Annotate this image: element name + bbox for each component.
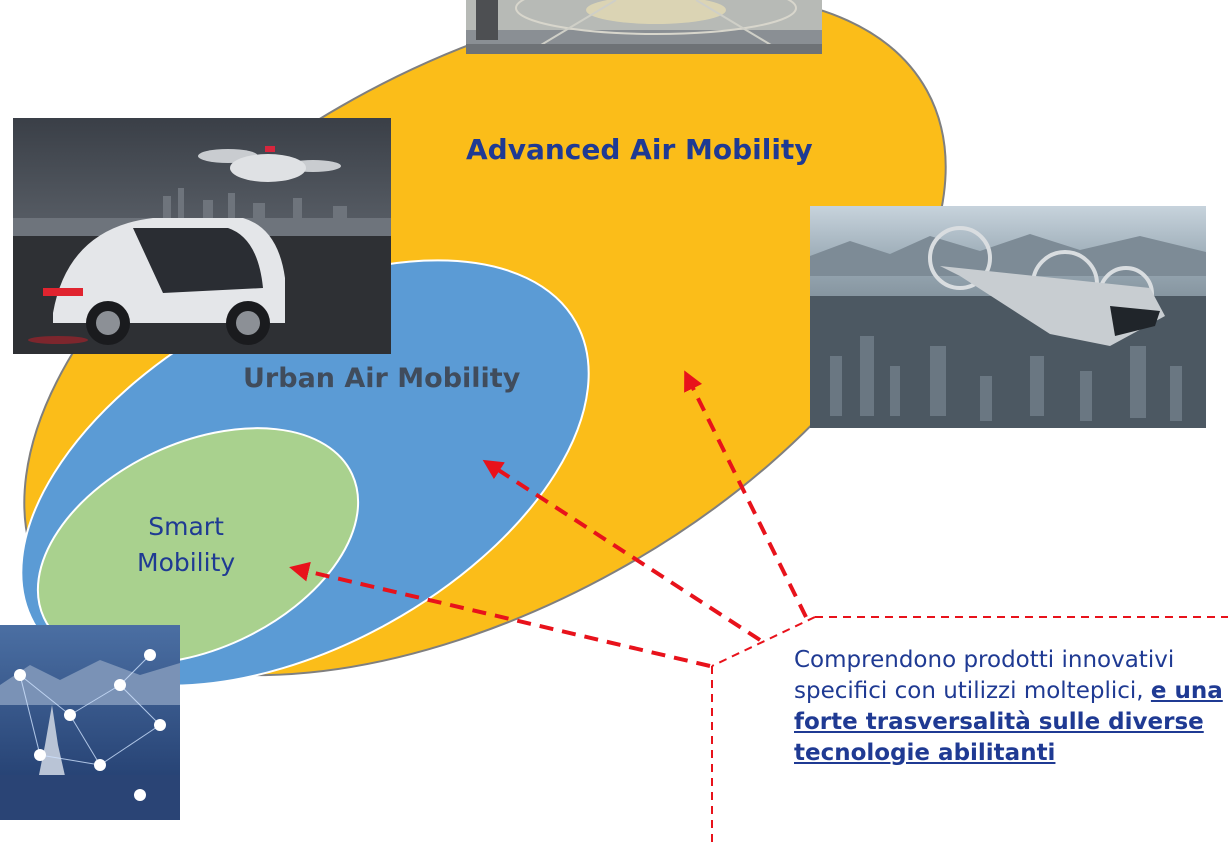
arrow-to-urban-air-mobility	[482, 459, 762, 642]
urban-air-mobility-label: Urban Air Mobility	[243, 363, 521, 394]
smart-mobility-label: Smart Mobility	[137, 509, 235, 581]
callout-emphasis-text: e una forte trasversalità sulle diverse …	[794, 678, 1223, 766]
advanced-air-mobility-label: Advanced Air Mobility	[466, 133, 813, 166]
callout-bracket	[711, 616, 1228, 843]
flying-car-pod-photo	[13, 118, 391, 354]
tiltrotor-vtol-over-city-photo	[810, 206, 1206, 428]
smart-mobility-ellipse	[36, 427, 360, 665]
smart-city-network-photo	[0, 625, 180, 820]
callout-plain-text: Comprendono prodotti innovativi specific…	[794, 647, 1175, 704]
airport-hall-photo	[466, 0, 822, 54]
smart-mobility-label-line2: Mobility	[137, 548, 236, 577]
callout-text: Comprendono prodotti innovativi specific…	[794, 645, 1228, 769]
arrow-to-smart-mobility	[289, 561, 711, 668]
smart-mobility-label-line1: Smart	[148, 512, 224, 541]
